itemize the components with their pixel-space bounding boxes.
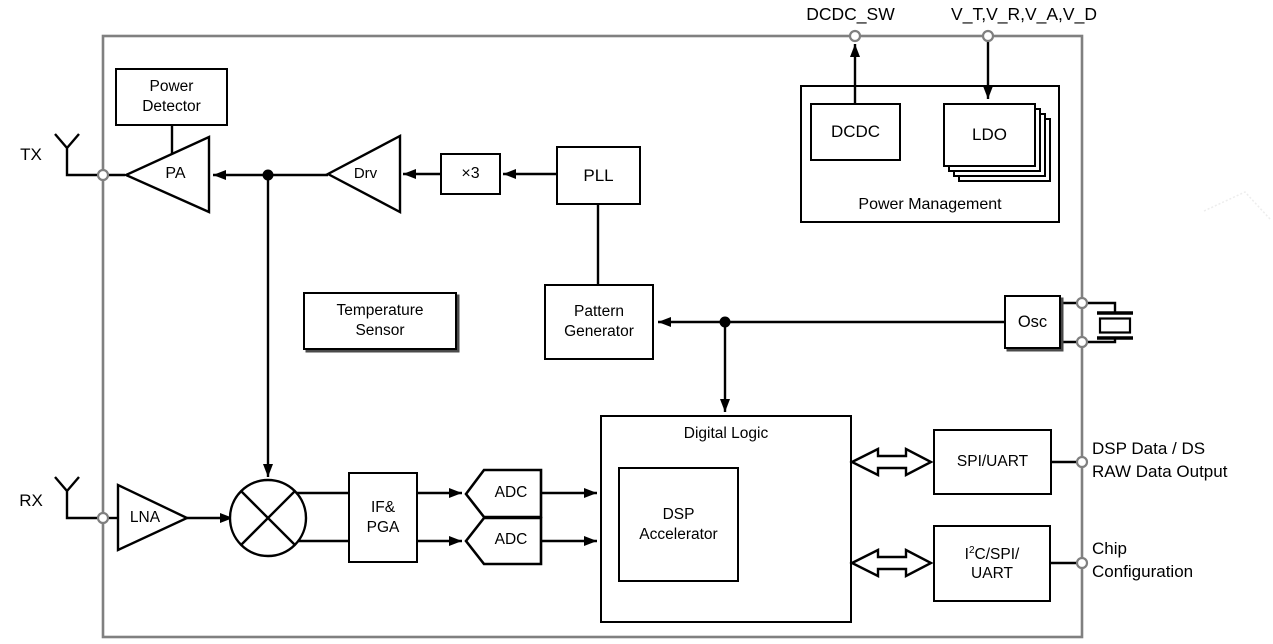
rx-port-label: RX	[19, 491, 43, 510]
dcdc-label: DCDC	[830, 122, 881, 141]
supply-rails-pin-label: V_T,V_R,V_A,V_D	[951, 4, 1097, 24]
tx-antenna-icon	[54, 133, 103, 177]
mixer-icon	[228, 478, 308, 558]
pa-amplifier-icon	[123, 135, 211, 214]
if-pga-label-2: PGA	[366, 518, 400, 536]
pa-label: PA	[165, 165, 186, 182]
if-pga-label-1: IF&	[370, 498, 396, 516]
pin-tx	[96, 168, 110, 182]
pin-dsp-data	[1075, 455, 1089, 469]
ldo-label: LDO	[972, 125, 1007, 144]
pin-rx	[96, 511, 110, 525]
junction-dot-clk	[719, 316, 731, 328]
power-detector-block: Power Detector	[115, 68, 228, 126]
x3-label: ×3	[461, 165, 480, 182]
wires-plain	[54, 125, 1082, 565]
pll-label: PLL	[583, 165, 614, 185]
pin-osc-top	[1075, 296, 1089, 310]
chip-configuration-label: Chip Configuration	[1092, 537, 1273, 583]
dsp-accelerator-label-1: DSP	[662, 505, 695, 523]
x3-multiplier-block: ×3	[440, 153, 501, 195]
power-detector-label-2: Detector	[142, 98, 201, 115]
pin-dcdc-sw	[848, 29, 862, 43]
lna-label: LNA	[129, 509, 161, 526]
tx-port-label: TX	[20, 145, 42, 164]
i2c-rest: C/SPI/	[974, 545, 1020, 563]
pin-chip-config	[1075, 556, 1089, 570]
dcdc-sw-pin-label: DCDC_SW	[806, 4, 895, 24]
osc-label: Osc	[1017, 313, 1048, 331]
chip-configuration-line-2: Configuration	[1092, 562, 1194, 581]
temperature-sensor-label-2: Sensor	[355, 322, 405, 339]
bidir-arrow-i2c-icon	[849, 548, 934, 578]
dsp-accelerator-block: DSP Accelerator	[618, 467, 739, 582]
dsp-data-output-line-2: RAW Data Output	[1092, 462, 1228, 481]
drv-label: Drv	[353, 165, 378, 182]
drv-amplifier-icon	[325, 134, 402, 214]
wires-arrows	[187, 39, 1004, 546]
i2c-spi-uart-label-2: UART	[971, 564, 1013, 582]
pll-block: PLL	[556, 146, 641, 205]
dsp-accelerator-label-2: Accelerator	[639, 525, 718, 543]
temperature-sensor-block: Temperature Sensor	[303, 292, 457, 350]
power-management-block: Power Management	[800, 85, 1060, 223]
spi-uart-label: SPI/UART	[956, 453, 1029, 470]
adc1-shape	[464, 468, 543, 519]
digital-logic-block: Digital Logic	[600, 415, 852, 623]
adc2-label: ADC	[494, 531, 528, 548]
pin-osc-bottom	[1075, 335, 1089, 349]
adc2-shape	[464, 516, 543, 566]
watermark-chevron-icon	[1203, 191, 1271, 220]
i2c-sup: 2	[968, 544, 975, 556]
spi-uart-block: SPI/UART	[933, 429, 1052, 495]
dcdc-block: DCDC	[810, 103, 901, 161]
rx-antenna-icon	[54, 476, 103, 520]
power-management-label: Power Management	[858, 196, 1002, 213]
i2c-base: I	[964, 545, 969, 563]
osc-block: Osc	[1004, 295, 1061, 349]
power-detector-label-1: Power	[149, 78, 194, 95]
adc1-label: ADC	[494, 484, 528, 501]
lna-amplifier-icon	[116, 483, 190, 552]
junction-dot-lo	[262, 169, 274, 181]
temperature-sensor-label-1: Temperature	[336, 302, 424, 319]
pattern-generator-block: Pattern Generator	[544, 284, 654, 360]
bidir-arrow-spi-icon	[849, 447, 934, 477]
pin-supply	[981, 29, 995, 43]
i2c-spi-uart-block: I2C/SPI/ UART	[933, 525, 1051, 602]
chip-pins	[96, 29, 1089, 570]
pattern-generator-label-1: Pattern	[574, 303, 624, 320]
dsp-data-output-line-1: DSP Data / DS	[1092, 439, 1206, 458]
crystal-icon	[1082, 301, 1133, 344]
dsp-data-output-label: DSP Data / DS RAW Data Output	[1092, 437, 1273, 483]
digital-logic-label: Digital Logic	[683, 425, 769, 442]
chip-configuration-line-1: Chip	[1092, 539, 1127, 558]
pattern-generator-label-2: Generator	[564, 323, 634, 340]
if-pga-block: IF& PGA	[348, 472, 418, 563]
ldo-block: LDO	[943, 103, 1036, 167]
i2c-spi-uart-label-1: I2C/SPI/	[965, 545, 1020, 564]
